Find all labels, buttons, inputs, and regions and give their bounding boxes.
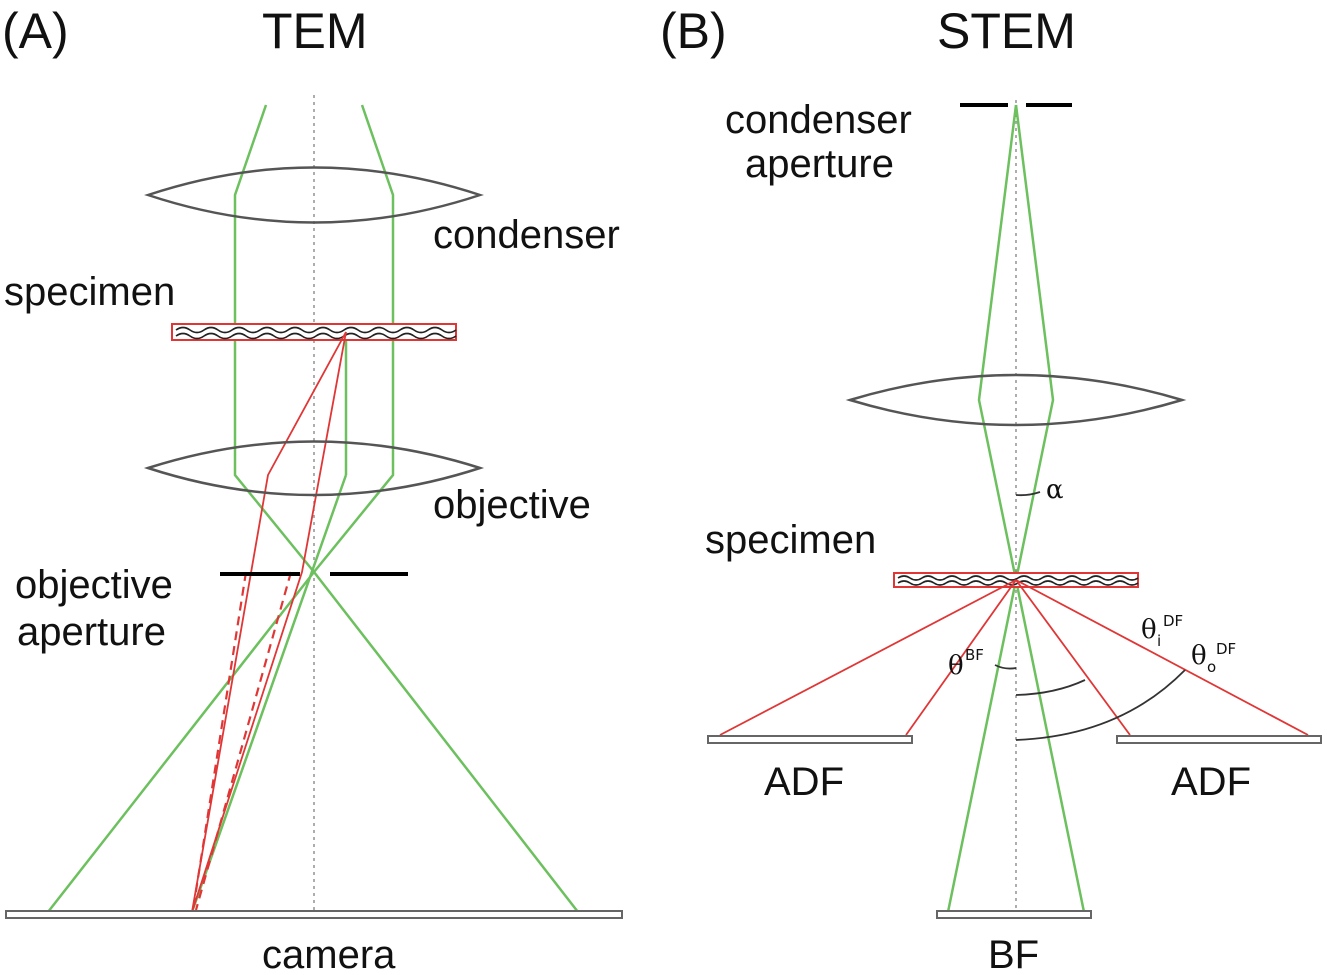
stem-bf-label: BF	[988, 933, 1039, 975]
stem-condenser-aperture-label-2: aperture	[745, 142, 894, 186]
stem-theta-bf-sup: BF	[965, 646, 984, 664]
stem-adf-left-label: ADF	[764, 760, 844, 804]
stem-specimen-label: specimen	[705, 518, 876, 562]
tem-specimen-label: specimen	[4, 270, 175, 314]
stem-theta-o-df-label: θ	[1191, 641, 1207, 671]
tem-objective-aperture-label-2: aperture	[17, 610, 166, 654]
tem-objective-aperture-label-1: objective	[15, 563, 173, 607]
tem-beam	[47, 104, 579, 913]
stem-condenser-aperture-label-1: condenser	[725, 98, 912, 142]
stem-adf-left-detector	[707, 735, 913, 744]
panel-b-stem: (B) STEM condenser aperture α specimen	[660, 3, 1322, 975]
tem-condenser-label: condenser	[433, 213, 620, 257]
stem-condenser-lens	[845, 373, 1187, 427]
stem-theta-o-df-sub: o	[1207, 658, 1216, 676]
stem-theta-bf-arc	[994, 664, 1017, 670]
stem-theta-o-df-arc	[1015, 669, 1186, 741]
stem-scattered-rays	[719, 579, 1309, 736]
stem-theta-i-df-sub: i	[1157, 632, 1161, 650]
stem-theta-bf-label: θ	[948, 651, 964, 681]
panel-b-title: STEM	[937, 3, 1076, 59]
panel-a-tem: (A) TEM condenser specimen	[2, 3, 623, 975]
stem-theta-o-df-sup: DF	[1216, 640, 1236, 658]
tem-condenser-lens	[144, 166, 484, 224]
stem-theta-i-df-arc	[1015, 679, 1086, 696]
tem-objective-label: objective	[433, 483, 591, 527]
tem-camera-label: camera	[262, 933, 396, 975]
stem-beam	[946, 104, 1086, 913]
stem-alpha-label: α	[1046, 475, 1064, 505]
panel-a-letter: (A)	[2, 3, 69, 59]
tem-camera	[5, 910, 623, 919]
stem-alpha-arc	[1015, 491, 1041, 497]
stem-bf-detector	[936, 910, 1092, 919]
stem-adf-right-detector	[1116, 735, 1322, 744]
stem-theta-i-df-label: θ	[1141, 615, 1157, 645]
panel-a-title: TEM	[262, 3, 368, 59]
tem-scattered-rays	[191, 331, 347, 913]
panel-b-letter: (B)	[660, 3, 727, 59]
stem-adf-right-label: ADF	[1171, 760, 1251, 804]
stem-theta-i-df-sup: DF	[1163, 612, 1183, 630]
tem-objective-lens	[143, 440, 485, 497]
tem-specimen	[171, 323, 457, 341]
